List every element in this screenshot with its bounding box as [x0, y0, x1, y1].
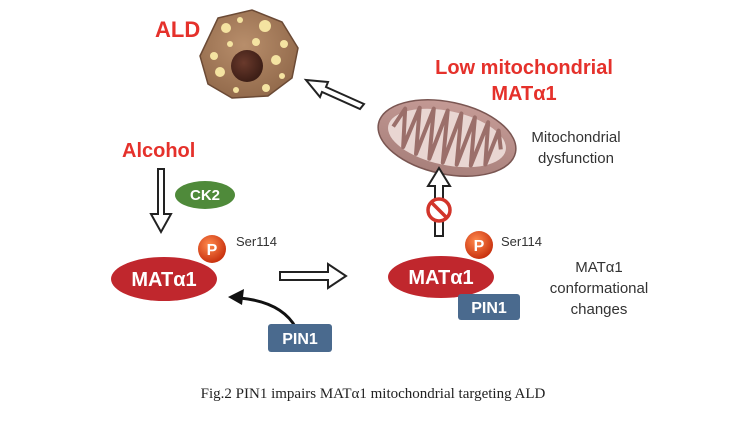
ald-label: ALD [155, 17, 200, 42]
low-mito-label-line1: Low mitochondrial [435, 57, 613, 79]
mat-alpha1-right-label: MATα1 [408, 267, 473, 289]
phospho-right-icon: P [465, 231, 493, 259]
pin1-right-label: PIN1 [471, 300, 507, 317]
conformational-line1: MATα1 [575, 259, 623, 276]
figure-caption: Fig.2 PIN1 impairs MATα1 mitochondrial t… [200, 386, 546, 402]
transition-arrow [279, 262, 348, 290]
mat-alpha1-right: MATα1 [388, 256, 494, 298]
alcohol-down-arrow [149, 168, 173, 235]
pin1-curved-arrow [228, 289, 298, 329]
mat-alpha1-left: MATα1 [111, 257, 217, 301]
pin1-badge-bottom: PIN1 [268, 324, 332, 352]
conformational-line3: changes [571, 301, 628, 318]
prohibited-icon [426, 197, 452, 223]
phospho-right-label: P [474, 238, 485, 255]
mito-dysfunction-line1: Mitochondrial [531, 129, 620, 146]
arrow-to-ald [303, 78, 366, 111]
ck2-badge: CK2 [175, 181, 235, 209]
conformational-line2: conformational [550, 280, 648, 297]
pin1-bottom-label: PIN1 [282, 331, 318, 348]
mitochondrion-icon [377, 99, 517, 177]
pin1-badge-right: PIN1 [458, 294, 520, 320]
hepatocyte-icon [199, 9, 299, 99]
alcohol-label: Alcohol [122, 140, 195, 162]
ser114-left-label: Ser114 [236, 234, 277, 249]
phospho-left-icon: P [198, 235, 226, 263]
mat-alpha1-left-label: MATα1 [131, 269, 196, 291]
ck2-label: CK2 [190, 187, 220, 204]
ser114-right-label: Ser114 [501, 234, 542, 249]
mito-dysfunction-line2: dysfunction [538, 150, 614, 167]
low-mito-label-line2: MATα1 [491, 83, 556, 105]
phospho-left-label: P [207, 242, 218, 259]
